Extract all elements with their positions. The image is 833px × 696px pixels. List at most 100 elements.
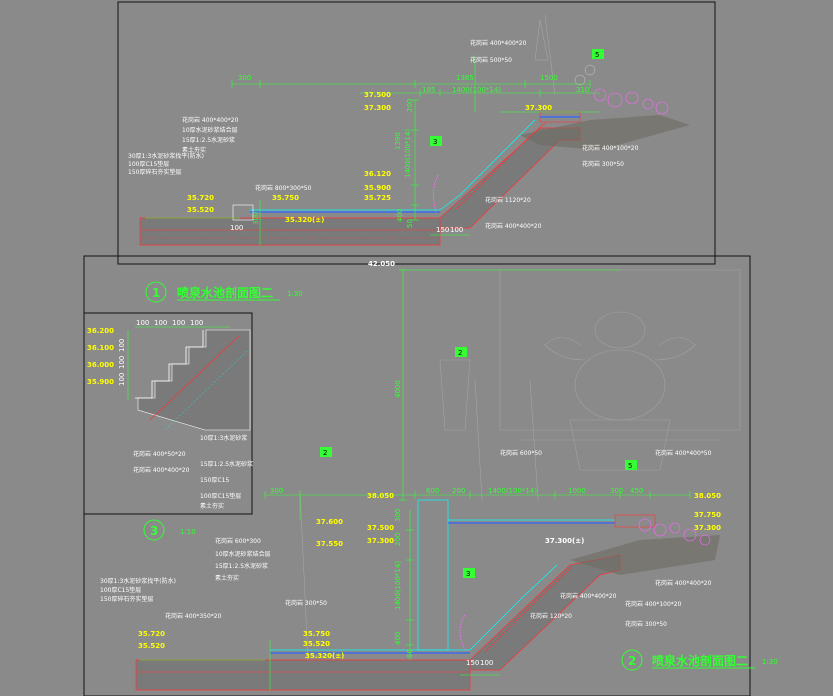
top-note-rt-2: 花岗岩 500*50 <box>470 56 512 64</box>
top-elev-2: 37.300 <box>364 104 391 112</box>
bottom-dim-5: 1000 <box>568 487 586 495</box>
detail-note-3: 10厚1:3水泥砂浆 <box>200 434 247 442</box>
top-elev-10: 35.320(±) <box>285 216 324 224</box>
bottom-elev-9: 35.520 <box>138 642 165 650</box>
top-vdim-6: 50 <box>406 219 414 228</box>
svg-text:5: 5 <box>595 51 599 59</box>
top-dim-3: 1500 <box>540 74 558 82</box>
bottom-note-top-2: 花岗岩 600*50 <box>500 449 542 457</box>
top-note-mid-3: 15厚1:2.5水泥砂浆 <box>182 136 235 144</box>
top-elev-4: 36.120 <box>364 170 391 178</box>
top-dimension-lines <box>145 55 600 245</box>
title-2-scale: 1:30 <box>762 658 778 666</box>
bottom-dim-6: 300 <box>610 487 623 495</box>
bottom-elev-5: 37.300(±) <box>545 537 584 545</box>
bottom-note-left-4: 花岗岩 400*350*20 <box>165 612 222 620</box>
top-dim-4: 185 <box>422 86 435 94</box>
detail-drawing <box>127 326 251 431</box>
bottom-note-left-2: 100厚C15垫层 <box>100 586 141 594</box>
bottom-dim-4: 1400(100*14) <box>488 487 537 495</box>
bottom-note-top-1: 花岗岩 400*400*50 <box>655 449 712 457</box>
top-note-b-2: 花岗岩 1120*20 <box>485 196 531 204</box>
top-elev-9: 35.520 <box>187 206 214 214</box>
bottom-note-mid-1: 花岗岩 600*300 <box>215 537 261 545</box>
title-1-number: 1 <box>152 286 160 300</box>
top-section-text: 300 1385 1500 185 1400(100*14) 310 200 1… <box>128 39 639 234</box>
bottom-note-r-1: 花岗岩 400*400*20 <box>560 592 617 600</box>
bottom-elev-top-4: 37.750 <box>694 511 721 519</box>
bottom-section-ground <box>135 499 720 691</box>
top-note-mid-1: 花岗岩 400*400*20 <box>182 116 239 124</box>
top-section-ground <box>139 111 690 246</box>
top-elev-8: 35.720 <box>187 194 214 202</box>
bottom-note-r-5: 花岗岩 400*400*20 <box>655 579 712 587</box>
detail-text: 100 100 100 100 100 100 100 36.200 36.10… <box>87 319 253 510</box>
bottom-callout-5: 5 <box>625 460 637 470</box>
title-1-scale: 1:30 <box>287 290 303 298</box>
bottom-section-text: 42.050 38.050 38.050 37.750 37.300 37.60… <box>100 260 721 667</box>
detail-dim-4: 100 <box>190 319 203 327</box>
detail-vdim-1: 100 <box>118 339 126 352</box>
bottom-note-mid-5: 花岗岩 300*50 <box>285 599 327 607</box>
detail-elev-1: 36.200 <box>87 327 114 335</box>
bottom-vdim-5: 400 <box>394 632 402 645</box>
bottom-note-mid-3: 15厚1:2.5水泥砂浆 <box>215 562 268 570</box>
bottom-vdim-6: 50 <box>406 649 414 658</box>
detail-note-2: 花岗岩 400*400*20 <box>133 466 190 474</box>
bottom-dim-3: 200 <box>452 487 465 495</box>
detail-note-1: 花岗岩 400*50*20 <box>133 450 186 458</box>
bottom-elev-top-5: 37.300 <box>694 524 721 532</box>
background-ornament <box>439 269 741 471</box>
top-dim-5: 1400(100*14) <box>452 86 501 94</box>
detail-title: 3 1:10 <box>143 519 196 541</box>
detail-number: 3 <box>150 524 158 538</box>
top-vdim-2: 1390 <box>394 132 402 150</box>
top-note-rt-1: 花岗岩 400*400*20 <box>470 39 527 47</box>
top-bdim-1: 100 <box>230 224 243 232</box>
top-dim-2: 1385 <box>456 74 474 82</box>
bottom-callout-3: 3 <box>463 568 475 578</box>
top-note-b-1: 花岗岩 400*400*20 <box>485 222 542 230</box>
top-note-left-2: 100厚C15垫层 <box>128 160 169 168</box>
top-callout-3: 3 <box>430 136 442 146</box>
detail-note-7: 素土夯实 <box>200 502 224 510</box>
svg-text:5: 5 <box>628 462 632 470</box>
bottom-elev-10: 35.320(±) <box>305 652 344 660</box>
svg-text:2: 2 <box>323 449 327 457</box>
top-section-frame <box>117 1 716 265</box>
top-elev-3: 37.300 <box>525 104 552 112</box>
top-vdim-3: 1400(100*14) <box>404 129 412 178</box>
bottom-elev-top-1: 42.050 <box>368 260 395 268</box>
bottom-note-mid-2: 10厚水泥砂浆结合层 <box>215 550 271 558</box>
bottom-vdim-1: 4000 <box>394 380 402 398</box>
top-note-left-3: 150厚碎石夯实垫层 <box>128 168 181 176</box>
bottom-elev-1: 37.600 <box>316 518 343 526</box>
bottom-vdim-4: 1400(100*14) <box>394 561 402 610</box>
bottom-dim-2: 600 <box>426 487 439 495</box>
top-vdim-5: 400 <box>396 209 404 222</box>
top-callout-5: 5 <box>592 49 604 59</box>
svg-text:3: 3 <box>433 138 437 146</box>
bottom-elev-4: 37.550 <box>316 540 343 548</box>
detail-elev-3: 36.000 <box>87 361 114 369</box>
top-elev-1: 37.500 <box>364 91 391 99</box>
bottom-bdim-1: 150 <box>466 659 479 667</box>
detail-scale: 1:10 <box>180 528 196 536</box>
bottom-dimension-lines <box>140 269 691 690</box>
bottom-note-r-2: 花岗岩 400*100*20 <box>625 600 682 608</box>
top-elev-5: 35.900 <box>364 184 391 192</box>
detail-dim-3: 100 <box>172 319 185 327</box>
bottom-plants <box>299 379 711 661</box>
top-dim-1: 300 <box>238 74 251 82</box>
detail-vdim-2: 100 <box>118 356 126 369</box>
bottom-dim-7: 450 <box>630 487 643 495</box>
bottom-note-r-4: 花岗岩 120*20 <box>530 612 572 620</box>
bottom-note-left-1: 30厚1:3水泥砂浆找平(防水) <box>100 577 176 585</box>
title-2: 2 喷泉水池剖面图二 1:30 <box>621 649 778 671</box>
top-dim-6: 310 <box>576 86 589 94</box>
top-bdim-2: 150 <box>436 226 449 234</box>
title-1: 1 喷泉水池剖面图二 1:30 <box>145 281 303 303</box>
bottom-vdim-2: 300 <box>394 509 402 522</box>
top-note-r-1: 花岗岩 400*100*20 <box>582 144 639 152</box>
